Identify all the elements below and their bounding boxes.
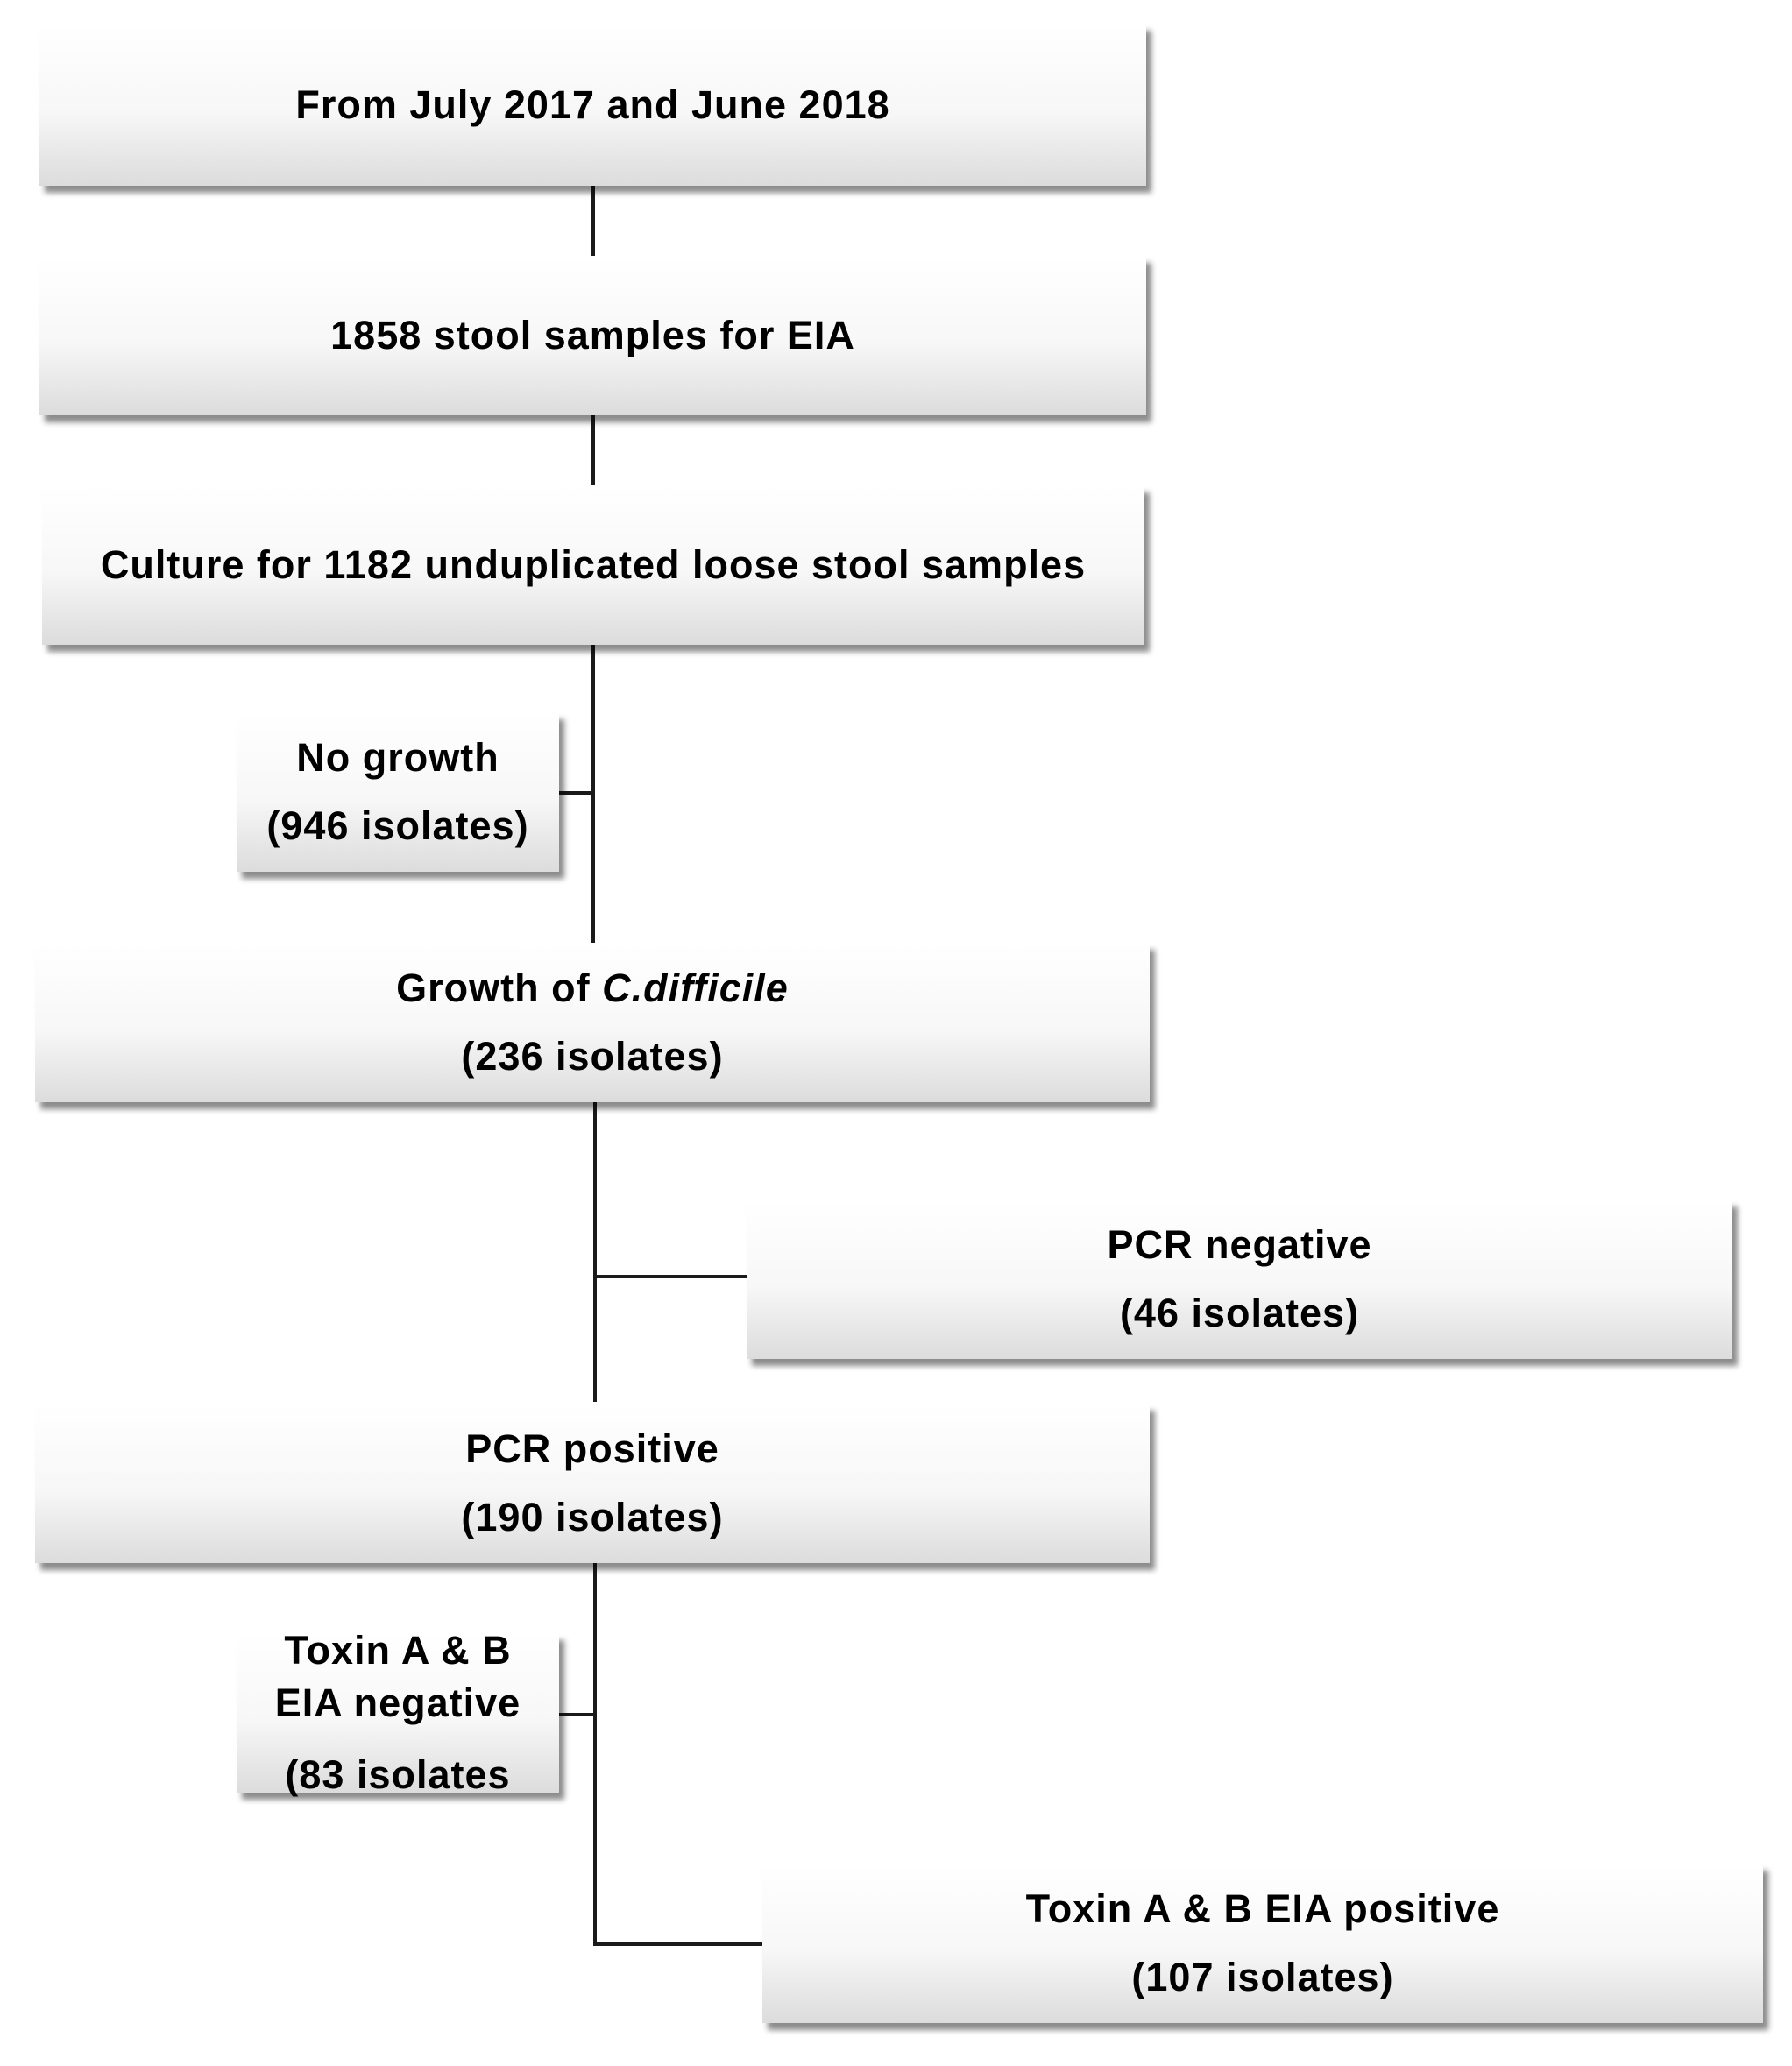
eia-positive-box: Toxin A & B EIA positive (107 isolates) xyxy=(762,1864,1763,2023)
connector-branch-no-growth xyxy=(559,791,595,795)
eia-negative-box: Toxin A & B EIA negative (83 isolates xyxy=(237,1628,559,1797)
connector-branch-eia-negative xyxy=(559,1713,597,1716)
no-growth-label: No growth xyxy=(296,735,499,780)
connector-samples-culture xyxy=(591,415,595,485)
growth-count: (236 isolates) xyxy=(461,1034,724,1079)
pcr-positive-count: (190 isolates) xyxy=(461,1495,724,1539)
growth-label: Growth of C.difficile xyxy=(396,966,789,1011)
connector-pcr-positive-eia-positive xyxy=(593,1563,597,1945)
connector-branch-eia-positive xyxy=(593,1942,762,1946)
eia-positive-count: (107 isolates) xyxy=(1131,1955,1394,1999)
culture-text: Culture for 1182 unduplicated loose stoo… xyxy=(100,542,1087,587)
eia-positive-label: Toxin A & B EIA positive xyxy=(1025,1886,1500,1931)
eia-negative-label-2: EIA negative xyxy=(274,1680,521,1725)
connector-branch-pcr-negative xyxy=(593,1275,747,1278)
pcr-negative-count: (46 isolates) xyxy=(1119,1291,1360,1335)
organism-name: C.difficile xyxy=(602,966,789,1010)
connector-growth-pcr-positive xyxy=(593,1102,597,1402)
no-growth-count: (946 isolates) xyxy=(266,803,529,848)
stool-samples-box: 1858 stool samples for EIA xyxy=(39,256,1146,415)
eia-negative-count: (83 isolates xyxy=(285,1752,511,1797)
stool-samples-text: 1858 stool samples for EIA xyxy=(330,313,855,357)
pcr-positive-label: PCR positive xyxy=(465,1426,719,1471)
eia-negative-label-1: Toxin A & B xyxy=(284,1628,512,1673)
culture-box: Culture for 1182 unduplicated loose stoo… xyxy=(42,485,1144,645)
growth-prefix: Growth of xyxy=(396,966,603,1010)
period-text: From July 2017 and June 2018 xyxy=(295,81,890,127)
period-box: From July 2017 and June 2018 xyxy=(39,24,1146,186)
connector-period-samples xyxy=(591,186,595,256)
pcr-positive-box: PCR positive (190 isolates) xyxy=(35,1404,1150,1563)
pcr-negative-label: PCR negative xyxy=(1107,1222,1372,1267)
pcr-negative-box: PCR negative (46 isolates) xyxy=(747,1199,1732,1359)
no-growth-box: No growth (946 isolates) xyxy=(237,712,559,872)
growth-box: Growth of C.difficile (236 isolates) xyxy=(35,943,1150,1102)
